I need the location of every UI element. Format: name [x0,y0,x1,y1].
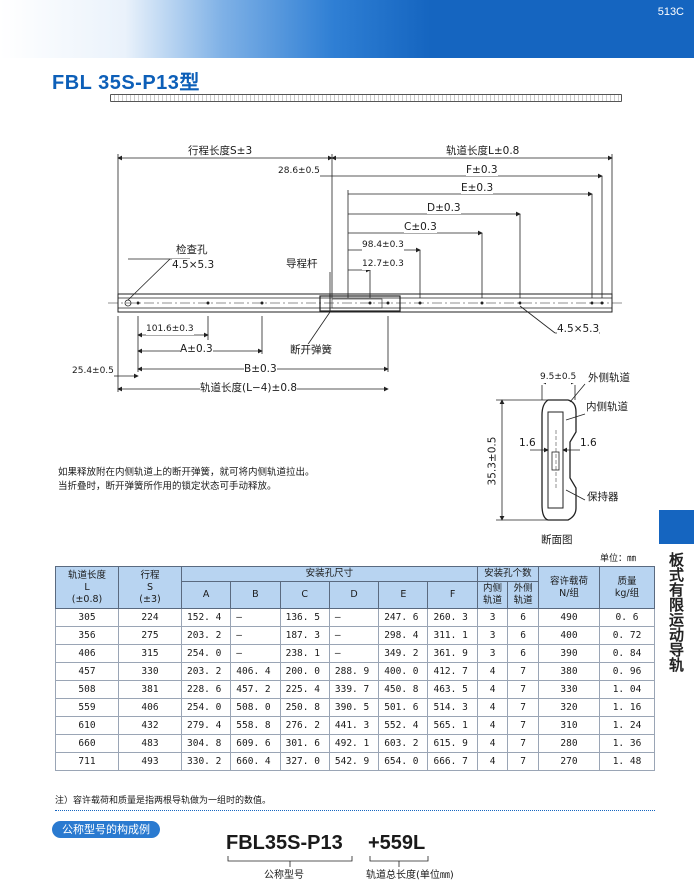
header-col-f: F [427,581,478,609]
dim-a: A±0.3 [180,343,213,355]
release-note: 如果释放附在内侧轨道上的断开弹簧，就可将内侧轨道拉出。 当折叠时，断开弹簧所作用… [58,466,315,494]
title-rail-graphic [110,94,622,102]
table-cell: 654. 0 [378,752,429,771]
technical-drawing [108,154,624,521]
section-right-dim: 1.6 [580,437,597,449]
dim-28-6: 28.6±0.5 [278,165,320,177]
table-cell: 7 [507,752,539,771]
section-divider [55,810,655,811]
inspection-hole-size: 4.5×5.3 [172,259,215,271]
disconnect-spring-label: 断开弹簧 [290,344,332,356]
section-left-dim: 1.6 [519,437,536,449]
header-band [0,0,694,58]
outer-rail-label: 外侧轨道 [588,372,630,384]
dim-e: E±0.3 [461,182,494,194]
side-tab-marker [659,510,694,544]
table-cell: 0. 96 [599,662,655,681]
header-inner-rail: 内侧轨道 [476,581,509,609]
page-title: FBL 35S-P13型 [52,72,200,94]
dim-stroke-length: 行程长度S±3 [188,145,253,157]
inspection-hole-label: 检查孔 [176,244,208,256]
table-cell: 660. 4 [230,752,281,771]
header-hole-count: 安装孔个数 [476,566,540,582]
header-col-b: B [230,581,281,609]
dim-rail-length: 轨道长度L±0.8 [446,145,520,157]
header-stroke: 行程 S (±3) [118,566,182,609]
example-length-label: 轨道总长度(单位㎜) [366,870,454,881]
note-line: 如果释放附在内侧轨道上的断开弹簧，就可将内侧轨道拉出。 [58,467,315,478]
section-caption: 断面图 [541,534,573,546]
dim-12-7: 12.7±0.3 [362,258,404,270]
dim-25-4: 25.4±0.5 [72,365,114,377]
dim-f: F±0.3 [466,164,498,176]
header-col-c: C [279,581,330,609]
example-heading: 公称型号的构成例 [52,821,160,838]
header-outer-rail: 外侧轨道 [507,581,539,609]
section-width: 9.5±0.5 [540,371,577,383]
dim-rail-l4: 轨道长度(L−4)±0.8 [200,382,298,394]
dim-b: B±0.3 [244,363,277,375]
side-category-label: 板式有限运动导轨 [667,552,685,672]
header-rail-length: 轨道长度 L (±0.8) [55,566,119,609]
spec-table: 轨道长度 L (±0.8) 行程 S (±3) 安装孔尺寸 安装孔个数 容许载荷… [55,566,655,771]
header-allowable-load: 容许载荷 N/组 [538,566,600,609]
dim-101-6: 101.6±0.3 [146,323,194,335]
unit-label: 单位：㎜ [600,554,637,564]
example-length-code: +559L [368,832,426,854]
table-cell: 666. 7 [427,752,478,771]
note-line: 当折叠时，断开弹簧所作用的锁定状态可手动释放。 [58,481,277,492]
header-mount-dims: 安装孔尺寸 [181,566,478,582]
table-cell: 1. 48 [599,752,655,771]
hole-spec-right: 4.5×5.3 [557,323,600,335]
example-model-label: 公称型号 [264,870,304,881]
header-col-d: D [328,581,380,609]
footnote: 注）容许载荷和质量是指两根导轨做为一组时的数值。 [55,796,272,806]
header-col-a: A [180,581,232,609]
example-model-code: FBL35S-P13 [226,832,343,854]
inner-rail-label: 内侧轨道 [586,401,628,413]
page-number: 513C [657,6,684,18]
table-cell: 493 [118,752,182,771]
dim-98-4: 98.4±0.3 [362,239,404,251]
guide-pin-label: 导程杆 [286,258,318,270]
header-mass: 质量 kg/组 [599,566,655,609]
dim-d: D±0.3 [427,202,461,214]
dim-c: C±0.3 [404,221,437,233]
retainer-label: 保持器 [587,491,619,503]
